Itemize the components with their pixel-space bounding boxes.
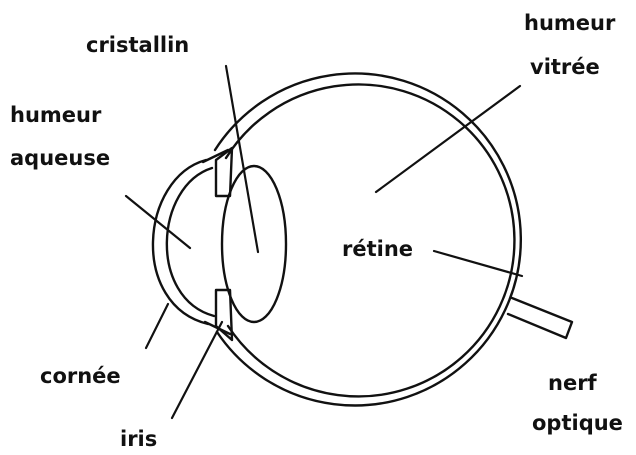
label-nerf-optique-line1: nerf <box>548 371 598 395</box>
lens <box>222 166 286 322</box>
optic-nerve-body <box>508 298 572 338</box>
label-humeur-vitree-line2: vitrée <box>530 55 600 79</box>
label-retine: rétine <box>342 237 413 261</box>
label-nerf-optique-line2: optique <box>532 411 623 435</box>
label-humeur-vitree-line1: humeur <box>524 11 616 35</box>
leader-humeur-aqueuse <box>126 196 190 248</box>
label-cornee: cornée <box>40 364 121 388</box>
cornea-outer <box>153 160 208 324</box>
optic-nerve <box>508 298 572 338</box>
leader-retine <box>434 251 522 276</box>
label-iris: iris <box>120 427 157 451</box>
label-cristallin: cristallin <box>86 33 189 57</box>
label-humeur-aqueuse-line1: humeur <box>10 103 102 127</box>
leader-cornee <box>146 304 168 348</box>
leader-iris <box>172 322 222 418</box>
cornea-inner <box>167 168 214 316</box>
label-humeur-aqueuse-line2: aqueuse <box>10 146 110 170</box>
iris <box>216 148 232 340</box>
